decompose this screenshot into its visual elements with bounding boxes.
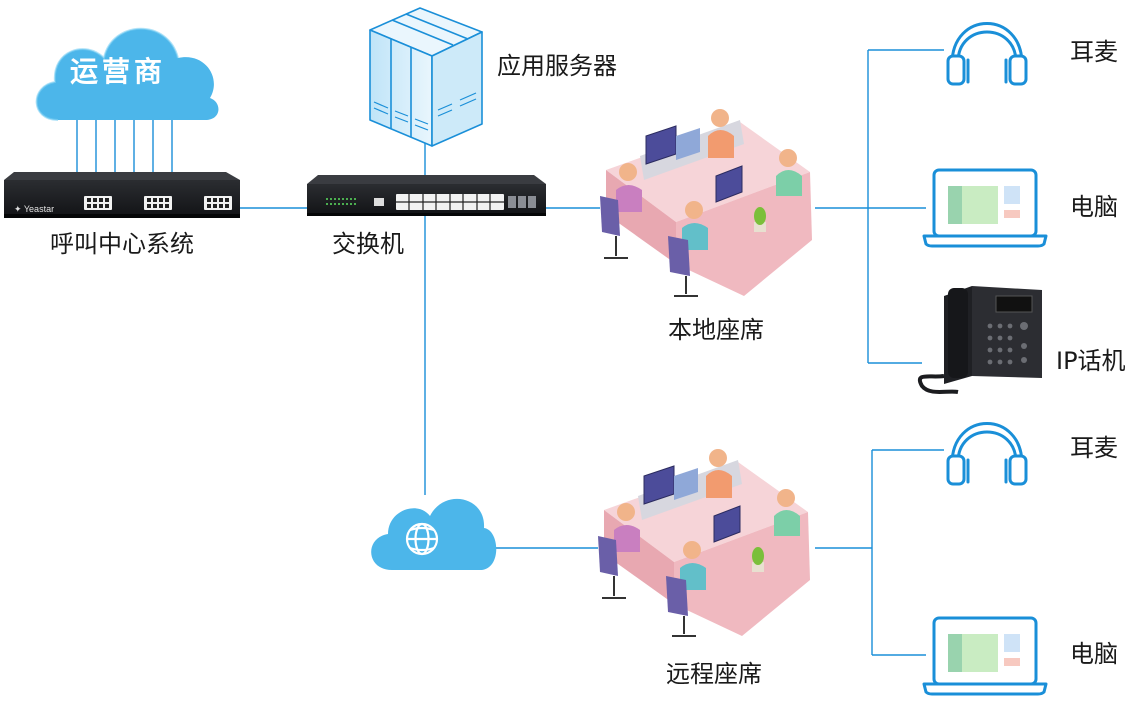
internet-cloud-icon	[371, 498, 497, 570]
call-center-system-icon: ✦ Yeastar	[4, 172, 240, 218]
remote-laptop-label: 电脑	[1070, 640, 1118, 668]
local-headset-icon	[946, 22, 1028, 86]
local-laptop-label: 电脑	[1070, 193, 1118, 221]
connection-lines	[76, 49, 944, 656]
call-center-system-label: 呼叫中心系统	[50, 230, 194, 258]
ip-phone-icon	[918, 286, 1042, 394]
remote-seats-icon	[598, 449, 810, 637]
carrier-label: 运营商	[70, 55, 167, 88]
switch-label: 交换机	[332, 230, 404, 258]
local-seats-icon	[600, 109, 812, 297]
carrier-cloud-icon	[35, 27, 219, 121]
remote-seats-label: 远程座席	[666, 660, 762, 688]
remote-headset-label: 耳麦	[1070, 434, 1118, 462]
switch-icon	[307, 175, 546, 216]
application-server-label: 应用服务器	[497, 52, 617, 80]
local-laptop-icon	[922, 168, 1048, 248]
application-server-icon	[369, 7, 483, 147]
remote-headset-icon	[946, 422, 1028, 486]
remote-laptop-icon	[922, 616, 1048, 696]
local-seats-label: 本地座席	[668, 316, 764, 344]
local-headset-label: 耳麦	[1070, 38, 1118, 66]
ip-phone-label: IP话机	[1056, 347, 1126, 375]
svg-text:✦ Yeastar: ✦ Yeastar	[14, 204, 54, 214]
